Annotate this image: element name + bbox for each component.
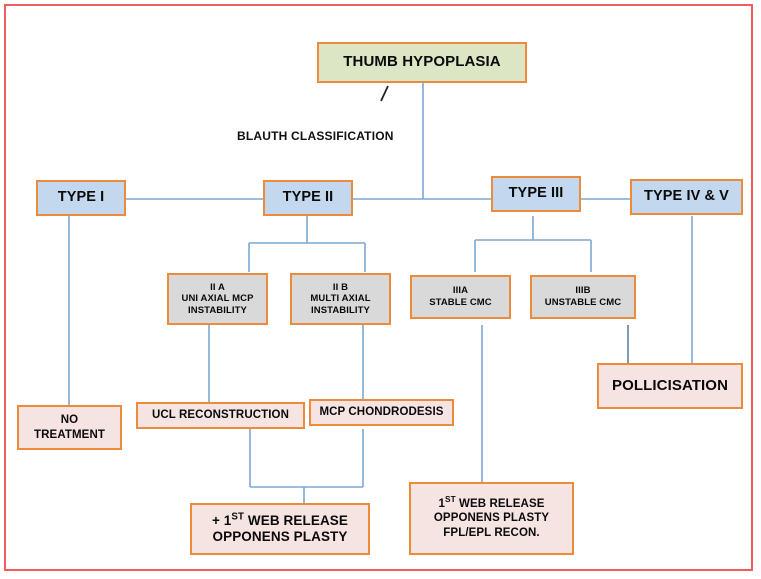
node-iiib-line1: IIIB bbox=[575, 285, 591, 297]
node-pollicisation[interactable]: POLLICISATION bbox=[597, 363, 743, 409]
web-release-fpl-ordinal: ST bbox=[444, 495, 456, 505]
node-web-release-fpl-line3: FPL/EPL RECON. bbox=[443, 526, 540, 539]
node-type-iii[interactable]: TYPE III bbox=[491, 176, 581, 212]
node-iib-line3: INSTABILITY bbox=[311, 304, 370, 316]
node-iiia[interactable]: IIIA STABLE CMC bbox=[410, 275, 511, 319]
web-release-ordinal: ST bbox=[231, 511, 245, 523]
node-web-release-opponens-fpl[interactable]: 1ST WEB RELEASE OPPONENS PLASTY FPL/EPL … bbox=[409, 482, 574, 555]
node-iia-line1: II A bbox=[210, 281, 225, 293]
node-web-release-fpl-line2: OPPONENS PLASTY bbox=[433, 512, 550, 525]
node-mcp-chondrodesis[interactable]: MCP CHONDRODESIS bbox=[309, 399, 454, 426]
web-release-prefix: + 1 bbox=[211, 512, 232, 528]
node-no-treatment-line2: TREATMENT bbox=[34, 428, 105, 441]
node-pollicisation-label: POLLICISATION bbox=[611, 376, 729, 394]
node-ucl-reconstruction-label: UCL RECONSTRUCTION bbox=[151, 409, 290, 422]
node-iib-line2: MULTI AXIAL bbox=[310, 293, 371, 305]
node-mcp-chondrodesis-label: MCP CHONDRODESIS bbox=[319, 406, 444, 419]
node-type-ii[interactable]: TYPE II bbox=[263, 180, 353, 216]
node-no-treatment-line1: NO bbox=[60, 414, 79, 427]
node-ucl-reconstruction[interactable]: UCL RECONSTRUCTION bbox=[136, 402, 305, 429]
node-thumb-hypoplasia-label: THUMB HYPOPLASIA bbox=[343, 53, 501, 71]
node-web-release-fpl-line1: 1ST WEB RELEASE bbox=[438, 495, 545, 511]
node-iiib[interactable]: IIIB UNSTABLE CMC bbox=[530, 275, 636, 319]
node-thumb-hypoplasia[interactable]: THUMB HYPOPLASIA bbox=[317, 42, 527, 83]
node-iia[interactable]: II A UNI AXIAL MCP INSTABILITY bbox=[167, 273, 268, 325]
web-release-fpl-suffix: WEB RELEASE bbox=[455, 498, 545, 511]
web-release-suffix: WEB RELEASE bbox=[244, 512, 349, 528]
node-no-treatment[interactable]: NO TREATMENT bbox=[17, 405, 122, 450]
node-iib[interactable]: II B MULTI AXIAL INSTABILITY bbox=[290, 273, 391, 325]
node-web-release-opponens[interactable]: + 1ST WEB RELEASE OPPONENS PLASTY bbox=[190, 503, 370, 555]
node-type-i-label: TYPE I bbox=[57, 189, 105, 206]
node-web-release-opponens-line1: + 1ST WEB RELEASE bbox=[211, 511, 349, 529]
node-type-i[interactable]: TYPE I bbox=[36, 180, 126, 216]
node-web-release-opponens-line2: OPPONENS PLASTY bbox=[212, 529, 348, 544]
node-iiib-line2: UNSTABLE CMC bbox=[544, 297, 622, 308]
node-type-ii-label: TYPE II bbox=[282, 189, 334, 206]
node-iib-line1: II B bbox=[332, 281, 349, 293]
node-iiia-line1: IIIA bbox=[452, 285, 469, 297]
node-type-iv-v[interactable]: TYPE IV & V bbox=[630, 179, 743, 215]
blauth-classification-label: BLAUTH CLASSIFICATION bbox=[237, 129, 394, 143]
node-iia-line2: UNI AXIAL MCP bbox=[181, 293, 254, 305]
node-type-iv-v-label: TYPE IV & V bbox=[644, 188, 729, 205]
node-iiia-line2: STABLE CMC bbox=[429, 297, 492, 308]
node-type-iii-label: TYPE III bbox=[508, 185, 564, 202]
node-iia-line3: INSTABILITY bbox=[188, 304, 247, 316]
leader-slash bbox=[380, 85, 389, 102]
web-release-fpl-prefix: 1 bbox=[438, 498, 445, 511]
